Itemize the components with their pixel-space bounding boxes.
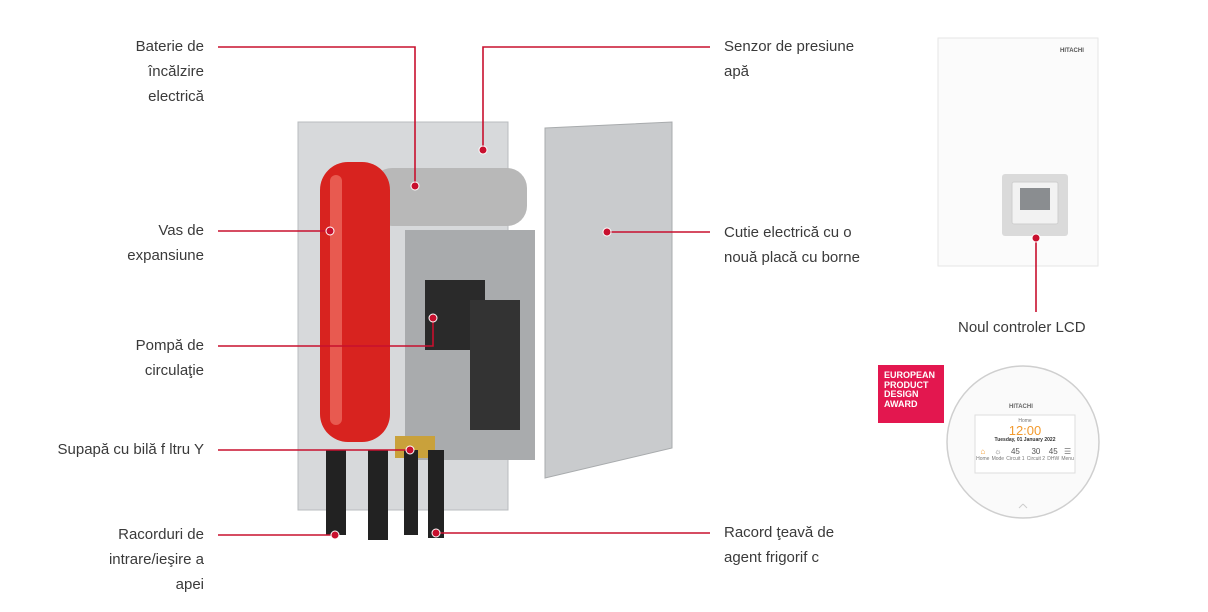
tile-label: Home (976, 456, 990, 462)
label-racord: Racord ţeavă de agent frigorif c (724, 520, 834, 570)
label-line: Supapă cu bilă f ltru Y (57, 441, 204, 458)
tile-menu[interactable]: ☰Menu (1061, 447, 1074, 462)
label-line: apei (175, 576, 204, 593)
marker-dot (478, 145, 488, 155)
refrigerant-pipe (428, 450, 444, 538)
zoom-screen (974, 414, 1076, 474)
tank-highlight (330, 175, 342, 425)
label-racorduri: Racorduri de intrare/ieşire a apei (109, 522, 204, 597)
label-line: Pompă de (135, 337, 204, 354)
marker-dot (431, 528, 441, 538)
marker-dot (428, 313, 438, 323)
european-product-design-award-badge: EUROPEAN PRODUCT DESIGN AWARD (878, 365, 944, 423)
leader-senzor (482, 46, 710, 150)
label-line: Racord ţeavă de (724, 524, 835, 541)
marker-dot (405, 445, 415, 455)
label-supapa: Supapă cu bilă f ltru Y (58, 437, 204, 462)
label-pompa: Pompă de circulaţie (136, 333, 204, 383)
screen-time: 12:00 (1008, 423, 1042, 438)
zoom-brand-logo: HITACHI (1009, 404, 1033, 410)
label-line: Racorduri de (118, 526, 204, 543)
marker-dot (602, 227, 612, 237)
up-arrow-icon-b (1022, 503, 1028, 509)
label-senzor: Senzor de presiune apă (724, 34, 854, 84)
marker-dot (1031, 233, 1041, 243)
screen-date: Tuesday, 01 January 2022 (994, 437, 1056, 443)
leader-pompa (218, 318, 434, 347)
tile-mode[interactable]: ☼Mode (991, 447, 1005, 462)
zoom-screen-content: Home 12:00 Tuesday, 01 January 2022 ⌂Hom… (975, 415, 1075, 473)
tile-value: 30 (1031, 447, 1041, 456)
label-line: intrare/ieşire a (108, 551, 204, 568)
water-pipe (368, 450, 388, 540)
label-vas: Vas de expansiune (127, 218, 204, 268)
label-line: Baterie de (135, 38, 204, 55)
label-baterie: Baterie de încălzire electrică (136, 34, 204, 109)
label-line: Cutie electrică cu o (724, 224, 852, 241)
label-line: nouă placă cu borne (724, 249, 860, 266)
label-line: Vas de (158, 222, 204, 239)
marker-dot (410, 181, 420, 191)
label-line: electrică (148, 88, 204, 105)
refrigerant-pipe (404, 450, 418, 535)
award-line: DESIGN (884, 389, 919, 399)
up-arrow-icon (1018, 503, 1024, 509)
label-line: încălzire (148, 63, 204, 80)
label-line: agent frigorif c (724, 549, 820, 566)
tile-value: 45 (1048, 447, 1058, 456)
label-line: Senzor de presiune (724, 38, 855, 55)
tile-home[interactable]: ⌂Home (976, 447, 990, 462)
tile-value: 45 (1010, 447, 1020, 456)
tile-label: Mode (991, 456, 1005, 462)
tile-label: Circuit 1 (1006, 456, 1025, 462)
electric-box (544, 121, 673, 479)
tile-label: Menu (1061, 456, 1074, 462)
leader-baterie (218, 46, 416, 186)
water-pipe (326, 450, 346, 535)
screen-title: Home (1018, 418, 1032, 424)
label-cutie: Cutie electrică cu o nouă placă cu borne (724, 220, 860, 270)
tile-label: DHW (1047, 456, 1060, 462)
award-line: EUROPEAN (884, 370, 936, 380)
tile-label: Circuit 2 (1026, 456, 1046, 462)
lcd-screen (1020, 188, 1050, 210)
label-line: apă (724, 63, 750, 80)
marker-dot (330, 530, 340, 540)
label-controller: Noul controler LCD (958, 319, 1086, 336)
marker-dot (325, 226, 335, 236)
pipes (470, 300, 520, 430)
heater-insulation (372, 168, 527, 226)
label-line: expansiune (127, 247, 204, 264)
award-line: PRODUCT (884, 379, 929, 390)
award-line: AWARD (884, 398, 918, 409)
label-line: circulaţie (144, 362, 204, 379)
brand-logo: HITACHI (1060, 48, 1084, 54)
